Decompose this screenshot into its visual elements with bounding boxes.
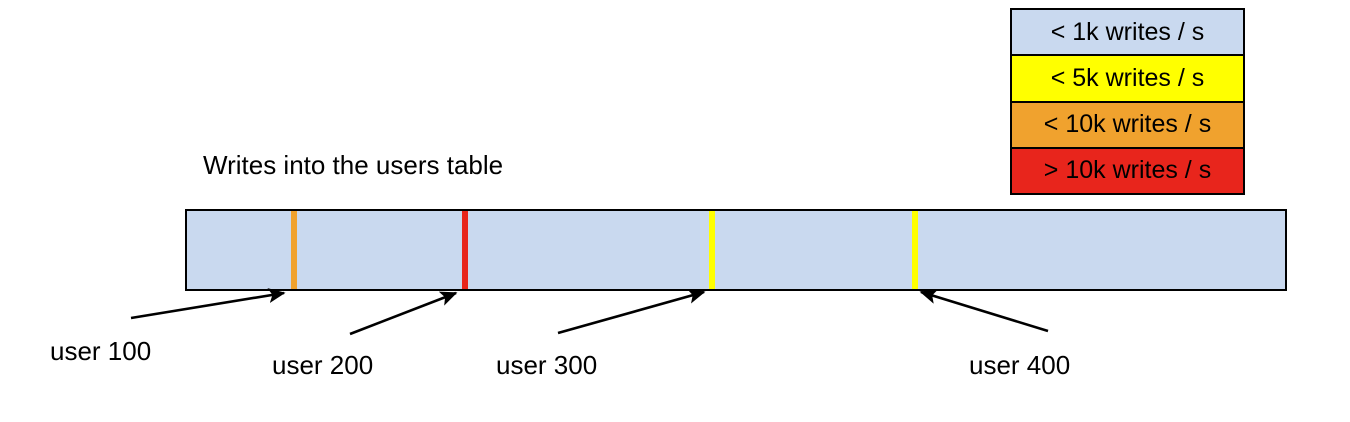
- legend-item-over-10k: > 10k writes / s: [1012, 148, 1243, 193]
- legend-item-label: < 5k writes / s: [1050, 63, 1205, 92]
- chart-title: Writes into the users table: [203, 150, 504, 180]
- hot-row-stripe-user-300: [708, 211, 715, 289]
- legend: < 1k writes / s < 5k writes / s < 10k wr…: [1010, 8, 1245, 195]
- legend-item-label: < 1k writes / s: [1050, 17, 1205, 46]
- hot-row-stripe-user-200: [461, 211, 468, 289]
- legend-item-under-10k: < 10k writes / s: [1012, 102, 1243, 149]
- arrow-user-400: [919, 289, 1049, 333]
- hot-row-stripe-user-100: [291, 211, 298, 289]
- users-table-keyspace-bar: [185, 209, 1287, 291]
- legend-item-label: > 10k writes / s: [1043, 156, 1212, 185]
- arrow-user-200: [349, 291, 458, 336]
- legend-item-under-5k: < 5k writes / s: [1012, 56, 1243, 103]
- annotation-label-user-400: user 400: [969, 350, 1071, 380]
- hot-row-stripe-user-400: [911, 211, 918, 289]
- legend-item-under-1k: < 1k writes / s: [1012, 10, 1243, 57]
- arrow-user-100: [130, 288, 286, 320]
- annotation-label-user-200: user 200: [272, 350, 374, 380]
- legend-item-label: < 10k writes / s: [1043, 110, 1212, 139]
- annotation-label-user-300: user 300: [496, 350, 598, 380]
- arrow-user-300: [557, 288, 706, 335]
- annotation-label-user-100: user 100: [50, 336, 152, 366]
